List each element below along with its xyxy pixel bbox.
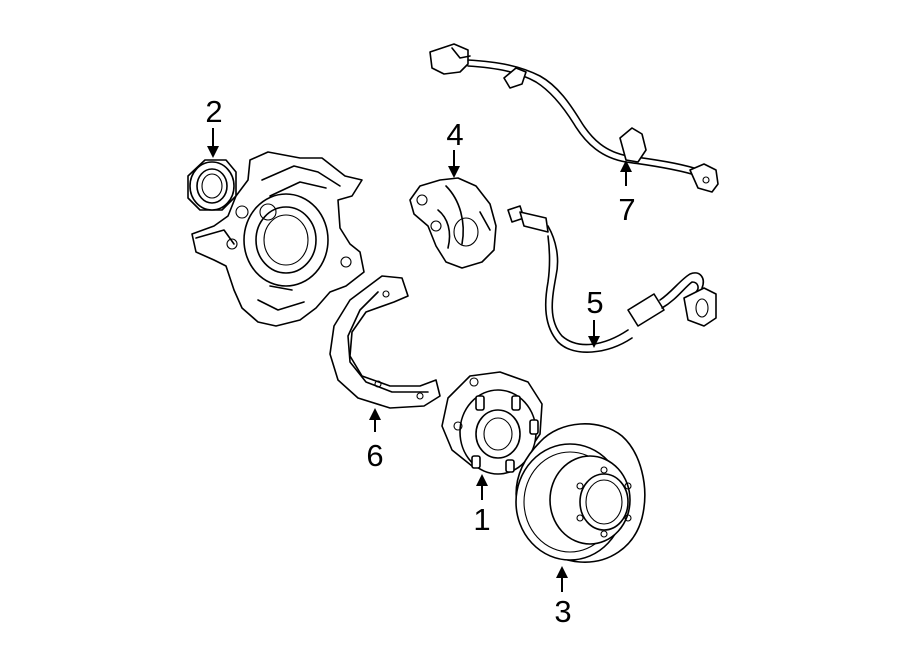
callout-6: 6	[366, 438, 383, 473]
steering-knuckle-part	[191, 151, 365, 327]
hub-bearing-part	[441, 371, 543, 475]
caliper-part	[409, 177, 497, 269]
callout-7: 7	[618, 192, 635, 227]
rotor-part	[515, 423, 646, 563]
callout-3: 3	[554, 594, 571, 629]
callout-arrows	[207, 128, 632, 592]
seal-part	[187, 159, 237, 211]
splash-shield-part	[329, 275, 441, 409]
brake-hose-part	[507, 205, 717, 353]
abs-sensor-wire-part	[429, 43, 719, 193]
callout-4: 4	[446, 117, 463, 152]
callout-1: 1	[473, 502, 490, 537]
callout-5: 5	[586, 285, 603, 320]
callout-2: 2	[205, 94, 222, 129]
